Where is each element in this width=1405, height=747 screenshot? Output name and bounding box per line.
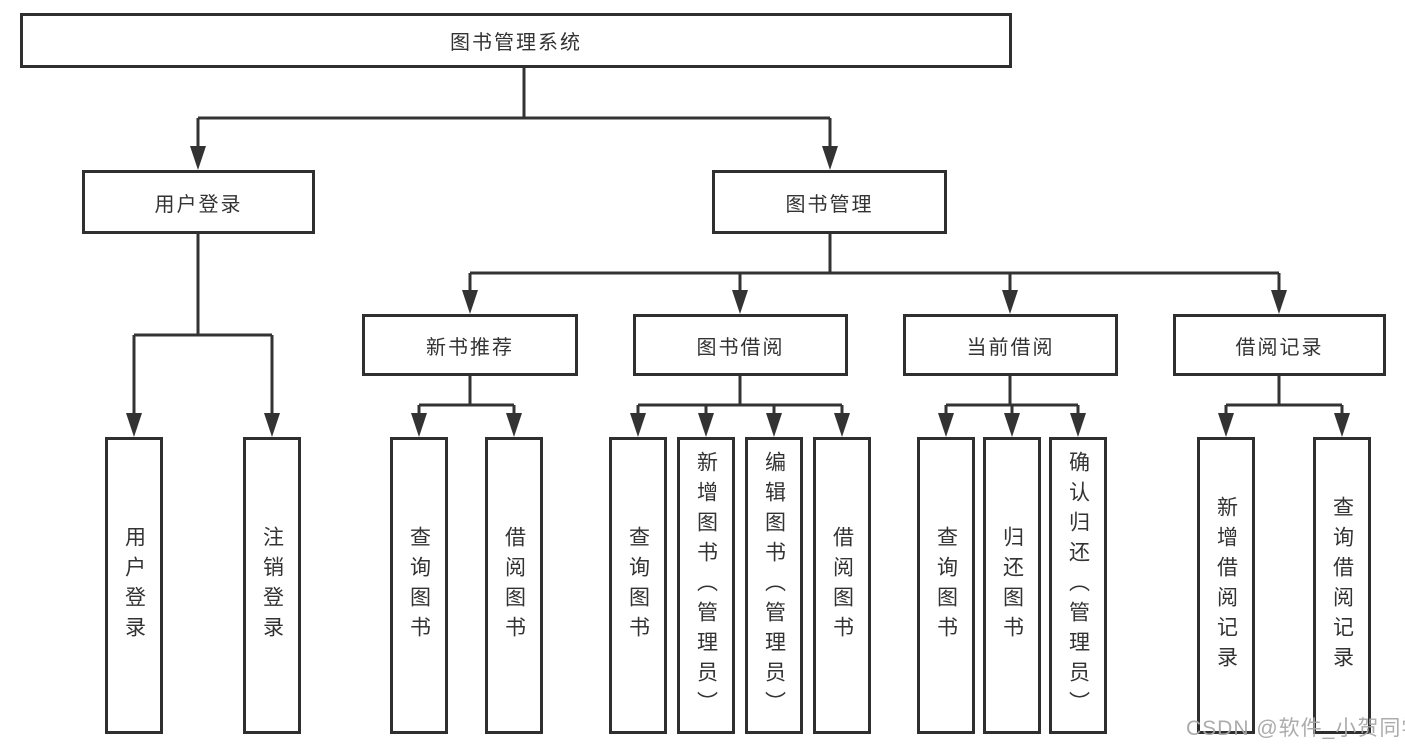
leaf-logout: 注销登录 [243,437,301,734]
node-book-management: 图书管理 [712,170,947,234]
node-label: 借阅记录 [1235,336,1324,359]
connector-book-borrow-to-leaves [636,376,844,415]
node-label: 图书管理 [785,193,874,216]
leaf-borrow-books-borrowing: 借阅图书 [813,437,871,734]
arrowheads-level1 [190,146,838,170]
connector-root-to-level1 [196,68,832,148]
node-label: 图书借阅 [696,336,785,359]
leaf-add-borrow-record: 新增借阅记录 [1197,437,1255,734]
connector-borrow-records-to-leaves [1224,376,1344,415]
node-label: 当前借阅 [966,336,1055,359]
node-label: 归还图书 [1000,525,1024,646]
csdn-watermark: CSDN @软件_小贺同学 [1186,717,1405,740]
node-new-book-recommendation: 新书推荐 [362,314,578,376]
node-label: 查询图书 [626,525,650,646]
node-label: 新增借阅记录 [1214,495,1238,676]
node-user-login: 用户登录 [82,170,315,234]
node-label: 新书推荐 [426,336,514,359]
connector-current-borrow-to-leaves [944,376,1080,415]
node-borrowing-records: 借阅记录 [1173,314,1386,376]
node-label: 查询图书 [934,525,958,646]
arrowheads-book-borrow-leaves [630,413,850,437]
leaf-confirm-return-admin: 确认归还（管理员） [1049,437,1107,734]
arrowheads-user-login-leaves [126,413,280,437]
leaf-query-borrow-record: 查询借阅记录 [1313,437,1371,734]
connector-user-login-to-leaves [132,234,274,415]
connector-book-management-to-level2 [468,234,1281,292]
leaf-return-books: 归还图书 [983,437,1041,734]
leaf-edit-book-admin: 编辑图书（管理员） [745,437,803,734]
arrowheads-current-borrow-leaves [938,413,1086,437]
leaf-add-book-admin: 新增图书（管理员） [677,437,735,734]
leaf-query-books-recommend: 查询图书 [390,437,448,734]
node-label: 借阅图书 [502,525,526,646]
node-label: 查询借阅记录 [1330,495,1354,676]
arrowheads-borrow-records-leaves [1218,413,1350,437]
arrowheads-new-book-leaves [411,413,522,437]
node-library-management-system: 图书管理系统 [20,13,1012,68]
leaf-query-books-current: 查询图书 [917,437,975,734]
node-label: 新增图书（管理员） [694,450,718,721]
node-book-borrowing: 图书借阅 [633,314,848,376]
node-label: 注销登录 [260,525,284,646]
node-label: 借阅图书 [830,525,854,646]
connector-new-book-to-leaves [417,376,516,415]
node-label: 编辑图书（管理员） [762,450,786,721]
node-label: 用户登录 [154,193,243,216]
arrowheads-level2 [462,290,1287,314]
node-label: 用户登录 [122,525,146,646]
node-label: 查询图书 [407,525,431,646]
node-label: 确认归还（管理员） [1066,450,1090,721]
leaf-borrow-books-recommend: 借阅图书 [485,437,543,734]
node-label: 图书管理系统 [450,32,582,54]
leaf-user-login: 用户登录 [105,437,163,734]
leaf-query-books-borrowing: 查询图书 [609,437,667,734]
node-current-borrowing: 当前借阅 [903,314,1118,376]
